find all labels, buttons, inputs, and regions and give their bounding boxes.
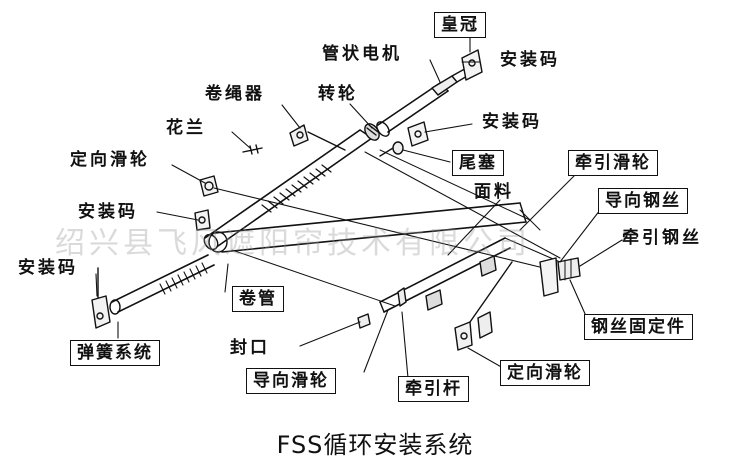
flange-part [242, 144, 263, 155]
fixed-pulley-bottom-part [454, 261, 513, 351]
spring-system-part [109, 254, 215, 315]
end-cap-part [357, 313, 371, 329]
rope-reel-part [289, 124, 346, 151]
label-rope-reel: 卷绳器 [205, 84, 265, 104]
fixed-pulley-left-part [199, 175, 219, 197]
pulley-wheel-part [364, 123, 380, 141]
label-roller-tube: 卷管 [232, 286, 284, 312]
label-guide-pulley: 导向滑轮 [246, 368, 336, 394]
lower-roller-tube [208, 202, 527, 253]
label-crown: 皇冠 [434, 12, 486, 38]
top-roller-tube [203, 129, 373, 251]
label-spring-system: 弹簧系统 [70, 340, 160, 366]
mount-bracket-mid [407, 121, 429, 147]
label-tail-plug: 尾塞 [452, 150, 504, 176]
label-guide-wire: 导向钢丝 [598, 188, 688, 214]
mount-bracket-left [194, 209, 211, 231]
label-mount-code-top: 安装码 [500, 50, 560, 70]
wire-fixer-part [504, 237, 581, 297]
diagram-caption: FSS循环安装系统 [276, 431, 474, 459]
label-wire-fixer: 钢丝固定件 [584, 314, 693, 340]
label-fixed-pulley-bottom: 定向滑轮 [500, 360, 590, 386]
label-fabric: 面料 [474, 182, 514, 202]
mount-bracket-far-left [91, 267, 111, 329]
label-fixed-pulley-left: 定向滑轮 [70, 150, 150, 170]
label-end-cap: 封口 [230, 338, 270, 358]
traction-rod-part [379, 237, 511, 313]
leader-lines [95, 35, 623, 379]
tube-motor-part [376, 65, 475, 137]
label-flange: 花兰 [166, 118, 206, 138]
label-traction-rod: 牵引杆 [398, 376, 469, 402]
label-mount-code-far-left: 安装码 [18, 258, 78, 278]
label-traction-wire: 牵引钢丝 [622, 228, 702, 248]
watermark-text: 绍兴县飞风遮阳帘技术有限公司 [55, 226, 531, 261]
mount-bracket-top [461, 49, 483, 81]
tail-plug-part [379, 141, 404, 157]
label-traction-pulley: 牵引滑轮 [568, 150, 658, 176]
label-mount-code-mid: 安装码 [482, 112, 542, 132]
label-mount-code-left: 安装码 [78, 202, 138, 222]
label-tube-motor: 管状电机 [322, 44, 402, 64]
label-pulley-wheel: 转轮 [318, 84, 358, 104]
